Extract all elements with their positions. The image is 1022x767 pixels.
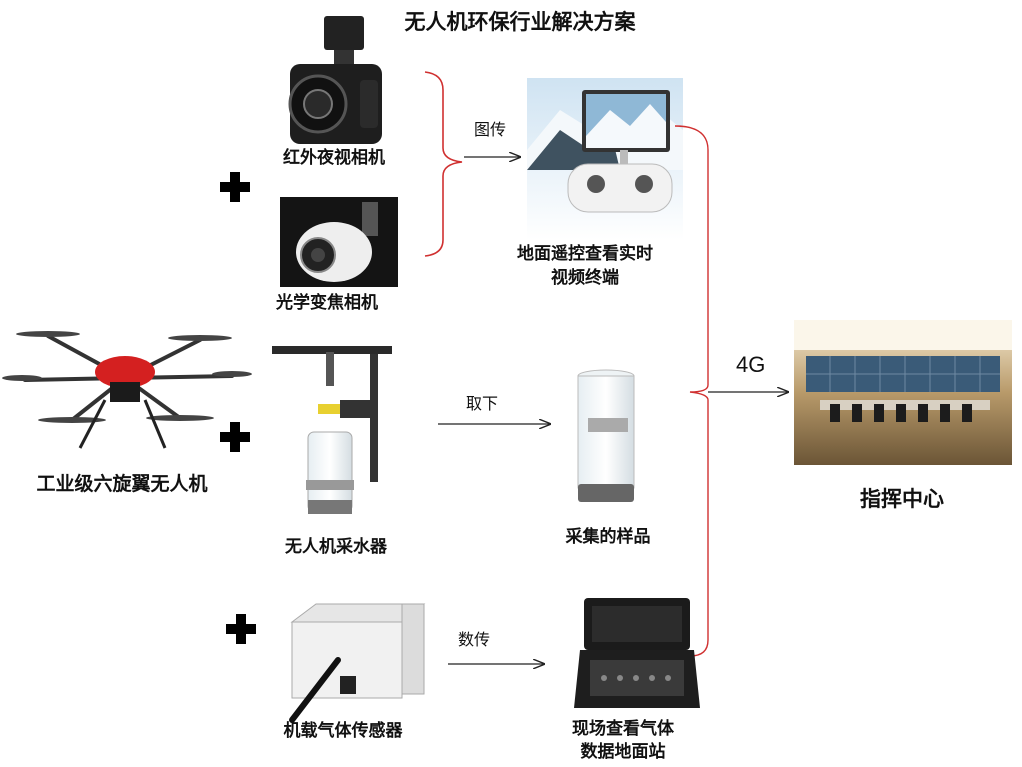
- remote-terminal-label-line1: 地面遥控查看实时: [500, 243, 670, 265]
- optical-zoom-camera-image: [280, 197, 398, 287]
- plus-icon: [220, 172, 250, 202]
- collected-sample-image: [578, 370, 634, 502]
- camera-group-bracket: [425, 72, 462, 256]
- plus-icon: [226, 614, 256, 644]
- ground-station-label-line2: 数据地面站: [548, 741, 698, 763]
- plus-icon: [220, 422, 250, 452]
- infrared-camera-label: 红外夜视相机: [260, 147, 408, 169]
- image-transmission-label: 图传: [474, 116, 506, 140]
- ground-station-label-line1: 现场查看气体: [548, 718, 698, 740]
- data-transmission-label: 数传: [458, 626, 490, 650]
- sample-label: 采集的样品: [540, 526, 676, 548]
- command-center-image: [794, 320, 1012, 465]
- take-off-label: 取下: [466, 390, 498, 414]
- gas-sensor-image: [292, 604, 424, 720]
- drone-label: 工业级六旋翼无人机: [4, 473, 240, 495]
- water-sampler-image: [272, 346, 392, 514]
- remote-terminal-label-line2: 视频终端: [500, 267, 670, 289]
- optical-camera-label: 光学变焦相机: [252, 292, 402, 314]
- remote-terminal-image: [527, 78, 683, 240]
- network-4g-label: 4G: [736, 352, 765, 378]
- hexacopter-drone-image: [2, 331, 252, 448]
- diagram-title: 无人机环保行业解决方案: [360, 6, 680, 36]
- gas-sensor-label: 机载气体传感器: [268, 720, 418, 742]
- command-center-label: 指挥中心: [822, 488, 982, 510]
- water-sampler-label: 无人机采水器: [268, 536, 404, 558]
- ground-station-image: [574, 598, 700, 708]
